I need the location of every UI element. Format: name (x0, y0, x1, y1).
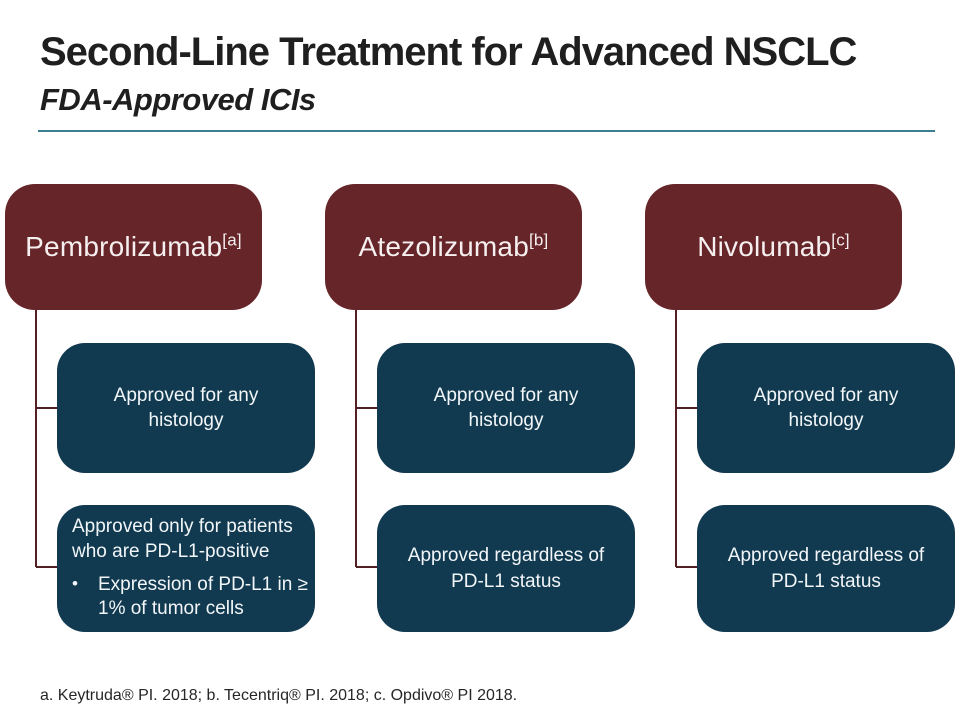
child-box-text: Approved regardless of PD-L1 status (407, 545, 605, 592)
connector-branch-line (36, 407, 60, 409)
diagram-column-nivolumab: Nivolumab[c] Approved for any histology … (645, 184, 957, 644)
drug-superscript: [a] (222, 230, 242, 250)
connector-branch-line (36, 566, 60, 568)
bullet-item: • Expression of PD-L1 in ≥ 1% of tumor c… (57, 564, 315, 622)
connector-branch-line (356, 566, 380, 568)
child-box-text: Approved for any histology (433, 384, 579, 431)
drug-box-nivolumab: Nivolumab[c] (645, 184, 902, 310)
drug-label: Atezolizumab[b] (359, 231, 549, 263)
child-box-any-histology: Approved for any histology (57, 343, 315, 473)
diagram-column-pembrolizumab: Pembrolizumab[a] Approved for any histol… (5, 184, 317, 644)
child-box-text: Approved for any histology (753, 384, 899, 431)
drug-name: Atezolizumab (358, 231, 529, 262)
connector-branch-line (356, 407, 380, 409)
connector-branch-line (676, 566, 700, 568)
child-box-text: Approved only for patients who are PD-L1… (72, 516, 293, 562)
drug-box-pembrolizumab: Pembrolizumab[a] (5, 184, 262, 310)
drug-superscript: [c] (831, 230, 850, 250)
drug-label: Pembrolizumab[a] (25, 231, 242, 263)
child-box-any-histology: Approved for any histology (697, 343, 955, 473)
child-box-any-histology: Approved for any histology (377, 343, 635, 473)
drug-label: Nivolumab[c] (697, 231, 850, 263)
child-box-pdl1-positive: Approved only for patients who are PD-L1… (57, 505, 315, 632)
child-box-text: Approved for any histology (113, 384, 259, 431)
drug-box-atezolizumab: Atezolizumab[b] (325, 184, 582, 310)
connector-branch-line (676, 407, 700, 409)
drug-name: Pembrolizumab (25, 231, 223, 262)
drug-name: Nivolumab (697, 231, 832, 262)
diagram-column-atezolizumab: Atezolizumab[b] Approved for any histolo… (325, 184, 637, 644)
drug-superscript: [b] (528, 230, 549, 250)
connector-vertical-line (675, 310, 677, 567)
child-box-regardless-pdl1: Approved regardless of PD-L1 status (697, 505, 955, 632)
child-box-text: Approved regardless of PD-L1 status (727, 545, 925, 592)
bullet-icon: • (72, 574, 78, 593)
child-box-regardless-pdl1: Approved regardless of PD-L1 status (377, 505, 635, 632)
connector-vertical-line (355, 310, 357, 567)
footnote: a. Keytruda® PI. 2018; b. Tecentriq® PI.… (40, 687, 518, 704)
slide-subtitle: FDA-Approved ICIs (40, 82, 316, 117)
bullet-text: Expression of PD-L1 in ≥ 1% of tumor cel… (98, 574, 309, 620)
slide-title: Second-Line Treatment for Advanced NSCLC (40, 30, 857, 74)
title-divider (38, 130, 935, 132)
connector-vertical-line (35, 310, 37, 567)
